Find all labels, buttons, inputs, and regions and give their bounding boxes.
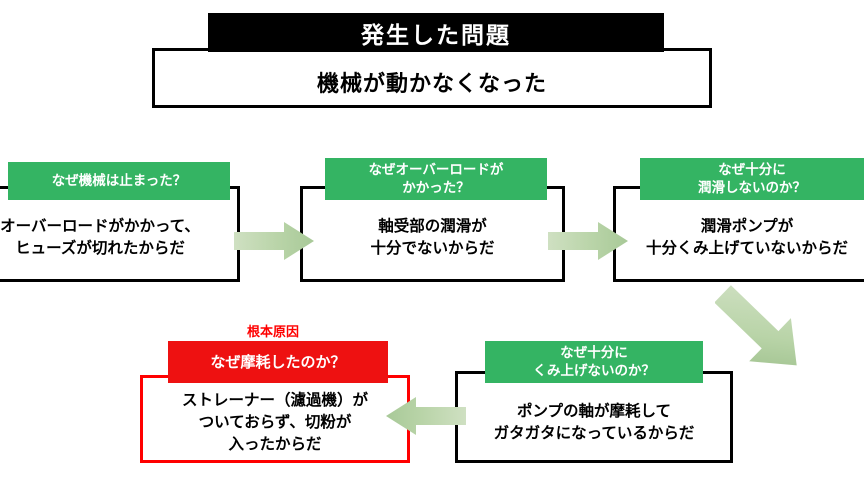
why-header-1: なぜ機械は止まった？: [8, 162, 230, 200]
why-question-3-line-1: なぜ十分に: [718, 161, 786, 178]
why-answer-5-line-1: ストレーナー（濾過機）が: [181, 391, 368, 409]
arrow-3-to-4-icon: [715, 285, 797, 366]
why-question-2-line-2: かかった？: [402, 180, 470, 196]
why-header-4: なぜ十分に くみ上げないのか？: [485, 341, 703, 383]
arrow-2-to-3-icon: [548, 222, 628, 260]
problem-banner-label: 発生した問題: [208, 13, 664, 52]
why-question-3-line-2: 潤滑しないのか？: [698, 180, 806, 196]
why-answer-4-line-1: ポンプの軸が摩耗して: [516, 402, 672, 420]
why-question-4-line-1: なぜ十分に: [560, 344, 628, 361]
why-answer-1: オーバーロードがかかって、 ヒューズが切れたからだ: [0, 202, 236, 272]
why-header-3: なぜ十分に 潤滑しないのか？: [640, 158, 864, 200]
problem-statement-group: 機械が動かなくなった 発生した問題: [0, 0, 864, 120]
problem-statement-box: 機械が動かなくなった: [152, 48, 712, 108]
why-answer-5-line-3: 入ったからだ: [228, 435, 322, 453]
root-cause-tag: 根本原因: [247, 325, 300, 340]
why-answer-3-line-1: 潤滑ポンプが: [700, 217, 794, 235]
why-answer-4: ポンプの軸が摩耗して ガタガタになっているからだ: [458, 389, 730, 455]
why-question-2-line-1: なぜオーバーロードが: [368, 161, 504, 178]
why-answer-5-line-2: ついておらず、切粉が: [198, 413, 352, 431]
why-header-2: なぜオーバーロードが かかった？: [325, 158, 547, 200]
arrow-4-to-5-icon: [386, 397, 466, 435]
why-question-5: なぜ摩耗したのか？: [210, 352, 346, 371]
why-answer-3-line-2: 十分くみ上げていないからだ: [645, 239, 849, 257]
why-answer-4-line-2: ガタガタになっているからだ: [493, 424, 695, 442]
why-box-2: [300, 186, 565, 282]
why-question-1: なぜ機械は止まった？: [51, 172, 187, 189]
problem-statement-text: 機械が動かなくなった: [316, 72, 547, 97]
why-header-5-root: なぜ摩耗したのか？: [168, 341, 388, 383]
arrow-1-to-2-icon: [234, 222, 314, 260]
why-box-3: [613, 186, 864, 282]
why-answer-5: ストレーナー（濾過機）が ついておらず、切粉が 入ったからだ: [143, 383, 407, 461]
why-question-4-line-2: くみ上げないのか？: [532, 363, 656, 379]
why-answer-2-line-2: 十分でないからだ: [370, 239, 495, 257]
why-answer-2: 軸受部の潤滑が 十分でないからだ: [303, 202, 562, 272]
why-answer-1-line-1: オーバーロードがかかって、: [0, 217, 200, 235]
why-answer-1-line-2: ヒューズが切れたからだ: [15, 239, 185, 257]
why-answer-3: 潤滑ポンプが 十分くみ上げていないからだ: [616, 202, 864, 272]
why-answer-2-line-1: 軸受部の潤滑が: [378, 217, 487, 235]
